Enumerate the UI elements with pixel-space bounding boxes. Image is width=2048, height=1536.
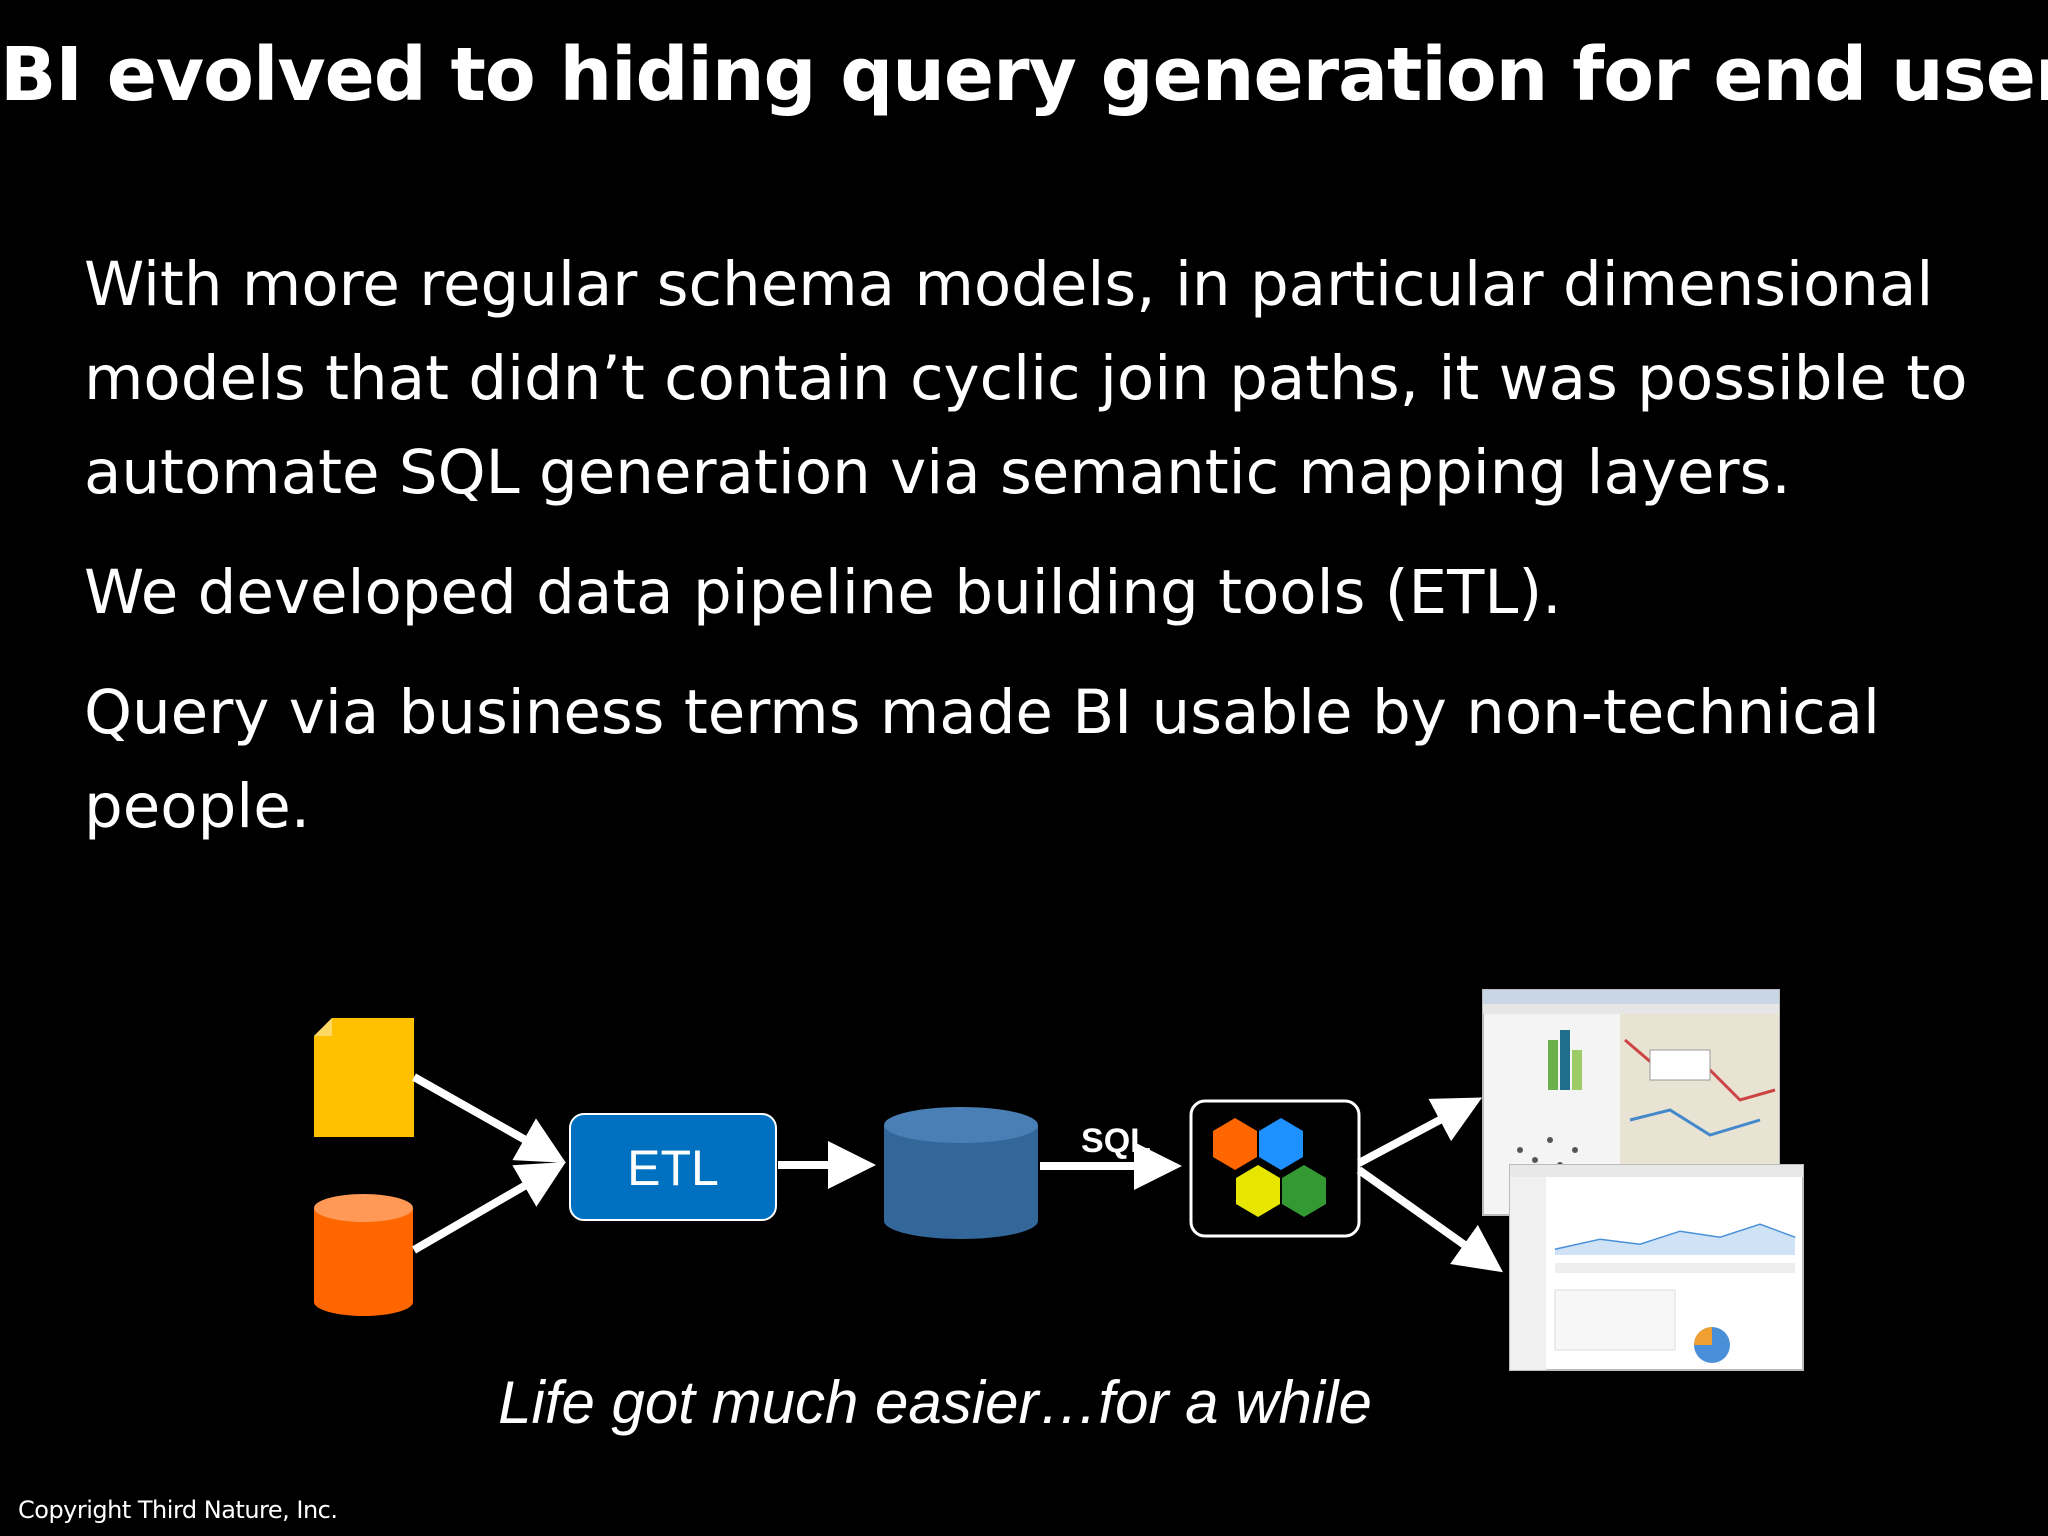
arrow-bi-to-dashboard [1356, 1166, 1504, 1273]
caption: Life got much easier…for a while [498, 1369, 1372, 1436]
slide-body: With more regular schema models, in part… [84, 238, 2014, 880]
dashboard-screenshot [1509, 1164, 1804, 1371]
hexagon-orange [1213, 1118, 1257, 1170]
hexagon-blue [1259, 1118, 1303, 1170]
paragraph-business-terms: Query via business terms made BI usable … [84, 677, 1880, 842]
etl-label: ETL [627, 1140, 719, 1196]
etl-box: ETL [569, 1113, 777, 1221]
sql-label: SQL [1081, 1122, 1151, 1160]
database-icon [314, 1194, 413, 1316]
arrow-db-to-etl [411, 1161, 566, 1254]
hexagon-yellow [1236, 1165, 1280, 1217]
slide-title: BI evolved to hiding query generation fo… [0, 32, 2048, 118]
file-icon [314, 1018, 414, 1137]
warehouse-icon [884, 1107, 1038, 1239]
dashboard-screenshots [1482, 989, 1804, 1371]
paragraph-etl-tools: We developed data pipeline building tool… [84, 557, 1562, 628]
copyright-notice: Copyright Third Nature, Inc. [18, 1496, 338, 1524]
hexagon-green [1282, 1165, 1326, 1217]
arrow-bi-to-report [1357, 1097, 1483, 1167]
bi-tool-icon [1189, 1099, 1361, 1238]
paragraph-schema-models: With more regular schema models, in part… [84, 249, 1968, 508]
arrow-file-to-etl [412, 1073, 566, 1163]
